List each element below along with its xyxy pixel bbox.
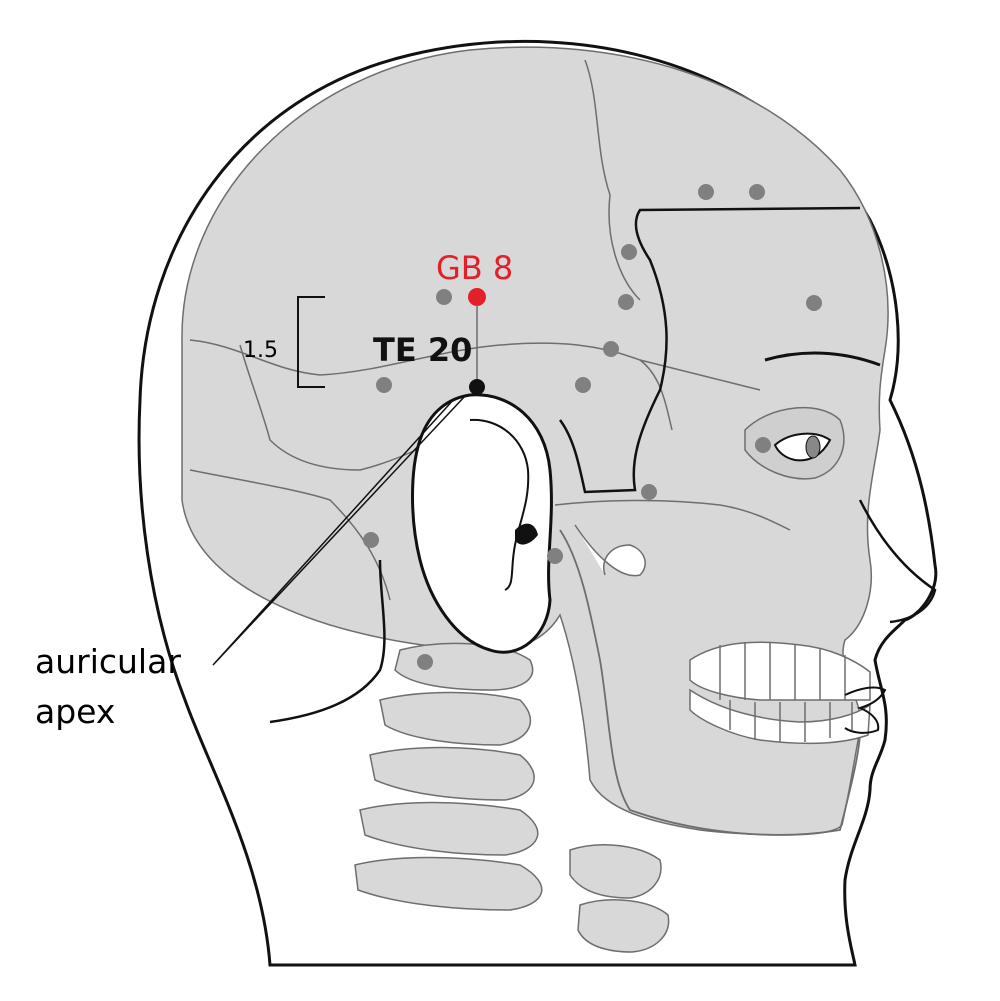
gb8-point <box>468 288 486 306</box>
ear <box>411 393 553 654</box>
occipital-suture <box>189 469 391 601</box>
acupoint <box>363 532 379 548</box>
te20-point <box>469 379 485 395</box>
acupoint <box>621 244 637 260</box>
distance-bracket <box>297 296 325 388</box>
acupoint <box>575 377 591 393</box>
acupoints <box>363 184 822 670</box>
acupoint <box>603 341 619 357</box>
iris <box>805 435 821 459</box>
mandible <box>559 529 861 836</box>
temporal-line <box>639 359 761 391</box>
acupoint <box>698 184 714 200</box>
eyebrow <box>764 351 881 367</box>
teeth <box>689 641 871 744</box>
ear-helix-inner <box>469 418 530 591</box>
nose <box>858 499 937 624</box>
coronal-suture <box>584 59 641 301</box>
lips <box>844 686 887 734</box>
auricular-apex-leader <box>212 394 467 666</box>
acupoint <box>755 437 771 453</box>
gb8-label: GB 8 <box>436 249 514 287</box>
auricular-apex-label-line2: apex <box>35 692 116 731</box>
acupoint <box>618 294 634 310</box>
auricular-apex-label-line1: auricular <box>35 642 181 681</box>
neck-outline <box>269 559 386 724</box>
acupoint <box>376 377 392 393</box>
ear-canal <box>515 523 538 545</box>
acupoint <box>436 289 452 305</box>
squamous-suture <box>189 339 673 431</box>
cervical-spine <box>354 642 670 953</box>
hairline <box>558 206 861 494</box>
acupoint <box>749 184 765 200</box>
acupoint <box>547 548 563 564</box>
acupoint <box>417 654 433 670</box>
acupoint <box>806 295 822 311</box>
te20-label: TE 20 <box>373 331 473 369</box>
zygomatic-arch <box>554 499 791 531</box>
mandibular-notch <box>574 524 646 577</box>
distance-label: 1.5 <box>243 338 278 363</box>
acupoint <box>641 484 657 500</box>
